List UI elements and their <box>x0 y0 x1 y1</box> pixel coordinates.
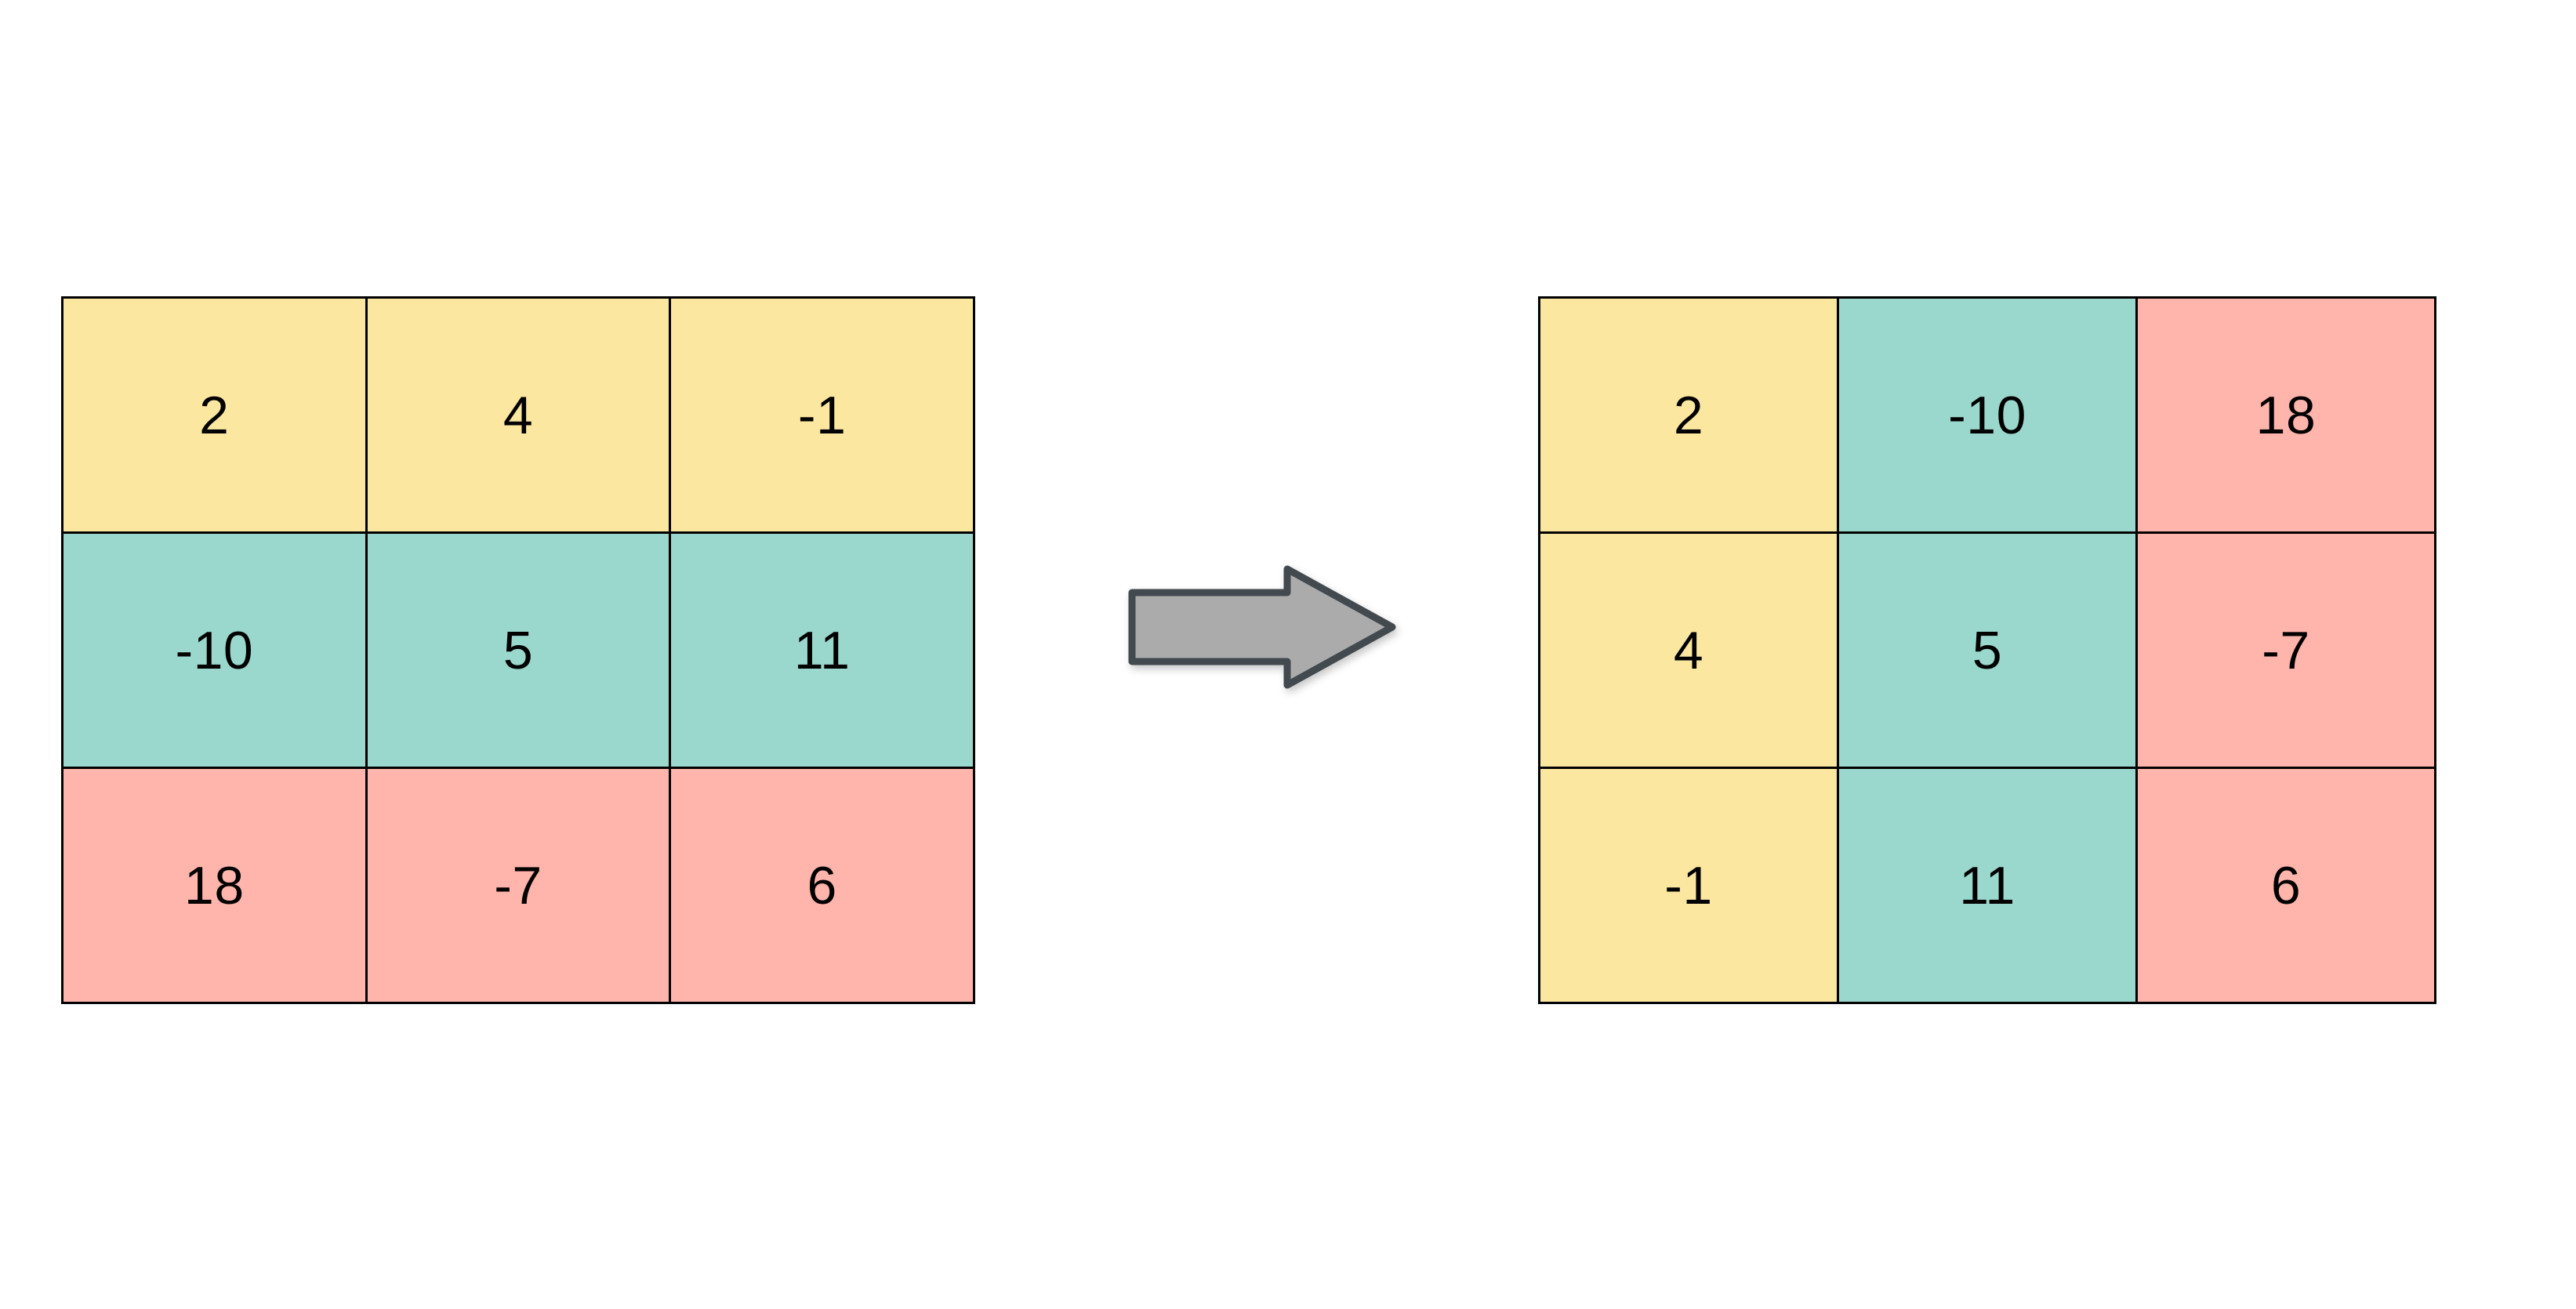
transposed-matrix: 2 -10 18 4 5 -7 -1 11 6 <box>1538 296 2436 1004</box>
table-cell: -10 <box>63 534 365 767</box>
table-cell: -7 <box>367 769 669 1002</box>
transform-arrow <box>1116 549 1414 705</box>
table-cell: -1 <box>671 299 973 531</box>
table-cell: 11 <box>1839 769 2135 1002</box>
table-cell: 2 <box>1540 299 1837 531</box>
table-cell: 4 <box>1540 534 1837 767</box>
table-cell: 5 <box>1839 534 2135 767</box>
table-cell: 18 <box>2138 299 2434 531</box>
table-cell: 6 <box>671 769 973 1002</box>
table-cell: -10 <box>1839 299 2135 531</box>
source-matrix: 2 4 -1 -10 5 11 18 -7 6 <box>61 296 975 1004</box>
right-arrow-icon <box>1128 565 1396 689</box>
table-cell: -7 <box>2138 534 2434 767</box>
table-cell: 18 <box>63 769 365 1002</box>
table-cell: 11 <box>671 534 973 767</box>
table-cell: 6 <box>2138 769 2434 1002</box>
table-cell: -1 <box>1540 769 1837 1002</box>
table-cell: 2 <box>63 299 365 531</box>
table-cell: 5 <box>367 534 669 767</box>
table-cell: 4 <box>367 299 669 531</box>
